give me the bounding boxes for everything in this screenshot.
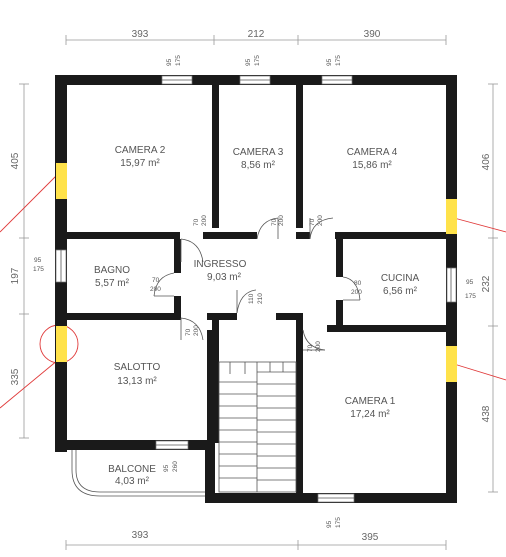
dim-top-2: 212 bbox=[248, 29, 265, 40]
door-label: 110 bbox=[248, 293, 255, 304]
dim-top-1: 393 bbox=[132, 29, 149, 40]
win-label: 95 bbox=[466, 279, 474, 286]
dimension-labels: 393 212 390 393 395 405 197 335 406 232 … bbox=[10, 29, 492, 543]
room-area-balcone: 4,03 m² bbox=[115, 476, 150, 487]
staircase bbox=[218, 361, 297, 493]
win-label: 175 bbox=[33, 266, 44, 273]
dim-top-3: 390 bbox=[364, 29, 381, 40]
room-name-ingresso: INGRESSO bbox=[194, 259, 247, 270]
interior-walls bbox=[67, 85, 446, 500]
room-area-camera3: 8,56 m² bbox=[241, 160, 276, 171]
door-label: 80 bbox=[354, 280, 362, 287]
dimension-lines bbox=[19, 35, 498, 550]
door-label: 70 bbox=[185, 328, 192, 336]
room-area-camera2: 15,97 m² bbox=[120, 158, 160, 169]
room-name-cucina: CUCINA bbox=[381, 273, 420, 284]
windows bbox=[55, 75, 457, 503]
room-name-camera2: CAMERA 2 bbox=[115, 145, 166, 156]
balcony-outline bbox=[71, 450, 205, 497]
room-name-salotto: SALOTTO bbox=[114, 362, 161, 373]
door-label: 200 bbox=[278, 215, 285, 226]
room-name-bagno: BAGNO bbox=[94, 265, 130, 276]
balcony-door-label: 260 bbox=[172, 461, 179, 472]
door-label: 70 bbox=[307, 344, 314, 352]
door-label: 70 bbox=[309, 218, 316, 226]
win-label: 95 bbox=[34, 257, 42, 264]
door-label: 200 bbox=[351, 289, 362, 296]
dim-bottom-1: 393 bbox=[132, 530, 149, 541]
dim-right-3: 438 bbox=[481, 405, 492, 422]
door-label: 200 bbox=[317, 215, 324, 226]
door-swings bbox=[153, 217, 361, 351]
door-label: 70 bbox=[152, 277, 160, 284]
door-label: 200 bbox=[150, 286, 161, 293]
dim-right-1: 406 bbox=[481, 153, 492, 170]
win-label: 175 bbox=[254, 55, 261, 66]
room-area-camera4: 15,86 m² bbox=[352, 160, 392, 171]
room-area-salotto: 13,13 m² bbox=[117, 376, 157, 387]
win-label: 175 bbox=[335, 517, 342, 528]
win-label: 175 bbox=[335, 55, 342, 66]
room-name-camera4: CAMERA 4 bbox=[347, 147, 398, 158]
win-label: 95 bbox=[326, 520, 333, 528]
door-label: 200 bbox=[201, 215, 208, 226]
door-label: 210 bbox=[257, 293, 264, 304]
room-area-camera1: 17,24 m² bbox=[350, 409, 390, 420]
room-area-bagno: 5,57 m² bbox=[95, 278, 130, 289]
balcony-door-label: 95 bbox=[163, 464, 170, 472]
door-label: 200 bbox=[315, 341, 322, 352]
room-name-camera3: CAMERA 3 bbox=[233, 147, 284, 158]
dim-left-2: 197 bbox=[10, 267, 21, 284]
sun-exposure-lines bbox=[0, 173, 506, 409]
win-label: 95 bbox=[245, 58, 252, 66]
door-label: 70 bbox=[271, 218, 278, 226]
win-label: 175 bbox=[465, 293, 476, 300]
dim-right-2: 232 bbox=[481, 275, 492, 292]
dim-left-3: 335 bbox=[10, 368, 21, 385]
dim-bottom-2: 395 bbox=[362, 532, 379, 543]
room-name-balcone: BALCONE bbox=[108, 464, 156, 475]
door-label: 70 bbox=[193, 218, 200, 226]
room-name-camera1: CAMERA 1 bbox=[345, 396, 396, 407]
room-area-cucina: 6,56 m² bbox=[383, 286, 418, 297]
win-label: 95 bbox=[166, 58, 173, 66]
win-label: 95 bbox=[326, 58, 333, 66]
door-label: 200 bbox=[193, 325, 200, 336]
win-label: 175 bbox=[175, 55, 182, 66]
opening-labels: 95 175 95 175 95 175 95 175 95 175 95 17… bbox=[33, 55, 476, 528]
room-area-ingresso: 9,03 m² bbox=[207, 272, 242, 283]
dim-left-1: 405 bbox=[10, 152, 21, 169]
room-labels: CAMERA 2 15,97 m² CAMERA 3 8,56 m² CAMER… bbox=[94, 145, 420, 487]
